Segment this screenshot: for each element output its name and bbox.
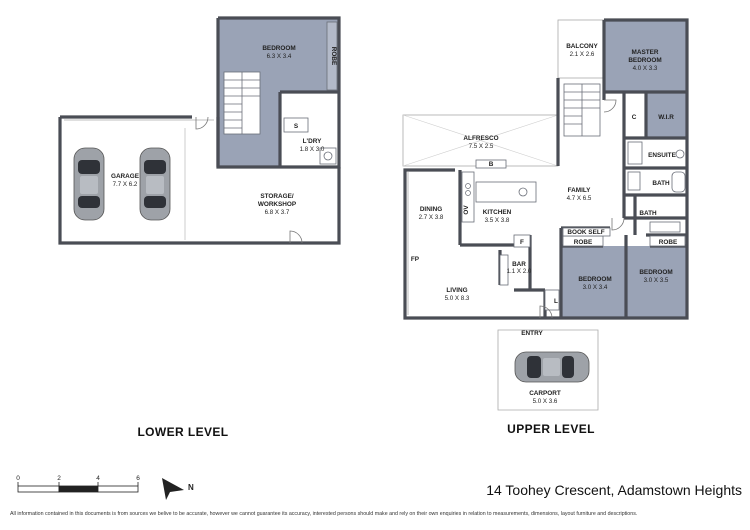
bar-dim: 1.1 X 2.0 <box>507 268 532 275</box>
kitchen-sink-icon <box>518 187 528 197</box>
lower-robe-label: ROBE <box>330 47 337 66</box>
balcony-area <box>557 19 605 79</box>
car-icon <box>514 351 590 383</box>
dining-label: DINING <box>420 206 442 213</box>
door-swing-icon <box>603 99 617 113</box>
kitchen-island <box>475 181 537 203</box>
laundry-label: L'DRY <box>303 138 322 145</box>
laundry-sink-icon <box>323 151 333 161</box>
bedroom1-area <box>561 246 626 318</box>
oven-label: OV <box>463 205 470 215</box>
upper-stair <box>563 83 601 137</box>
dining-dim: 2.7 X 3.8 <box>419 214 444 221</box>
cupboard-label: C <box>632 114 637 121</box>
family-label: FAMILY <box>568 187 592 194</box>
bath-label: BATH <box>652 180 670 187</box>
laundry-dim: 1.8 X 3.0 <box>300 146 325 153</box>
scale-bar: 0 2 4 6 <box>16 475 140 493</box>
fireplace-label: FP <box>411 256 420 263</box>
bedroom2-label: BEDROOM <box>639 269 672 276</box>
kitchen-bench <box>461 171 475 223</box>
lower-stair <box>223 71 261 135</box>
property-address: 14 Toohey Crescent, Adamstown Heights <box>486 482 742 498</box>
linen-box <box>544 289 560 311</box>
bookself-box <box>562 227 611 237</box>
cooktop-icon <box>465 190 471 196</box>
north-arrow-icon: N <box>162 478 194 500</box>
garage-door-swing-icon <box>195 116 209 130</box>
lower-outer-walls <box>58 115 341 245</box>
living-label: LIVING <box>446 287 467 294</box>
bathtub <box>671 171 686 193</box>
fridge-box <box>513 234 531 248</box>
bbq-label: B <box>489 161 494 168</box>
balcony-dim: 2.1 X 2.6 <box>570 51 595 58</box>
family-dim: 4.7 X 6.5 <box>567 195 592 202</box>
bedroom1-dim: 3.0 X 3.4 <box>583 284 608 291</box>
scale-tick-6: 6 <box>136 475 140 482</box>
bbq-box <box>475 159 507 169</box>
bath-vanity <box>627 171 641 191</box>
master-bedroom-label-2: BEDROOM <box>628 57 661 64</box>
laundry-shelf <box>283 117 309 133</box>
car-icon <box>139 147 171 221</box>
bedroom2-dim: 3.0 X 3.5 <box>644 277 669 284</box>
kitchen-label: KITCHEN <box>483 209 512 216</box>
bedroom2-area <box>626 246 687 318</box>
master-bedroom-dim: 4.0 X 3.3 <box>633 65 658 72</box>
garage-label: GARAGE <box>111 173 140 180</box>
bar-label: BAR <box>512 261 526 268</box>
wir-area <box>646 92 687 138</box>
master-bedroom-label: MASTER <box>632 49 659 56</box>
ensuite-label: ENSUITE <box>648 152 676 159</box>
laundry-tub <box>319 147 337 165</box>
upper-level-title: UPPER LEVEL <box>507 422 595 436</box>
lower-level: BEDROOM 6.3 X 3.4 ROBE S L'DRY 1.8 X 3.0… <box>58 16 341 245</box>
robe1-label: ROBE <box>574 239 593 246</box>
bath2-vanity <box>649 221 681 233</box>
scale-tick-2: 2 <box>57 475 61 482</box>
storage-dim: 6.8 X 3.7 <box>265 209 290 216</box>
bedroom1-label: BEDROOM <box>578 276 611 283</box>
carport-dim: 5.0 X 3.6 <box>533 398 558 405</box>
laundry-s-label: S <box>294 123 299 130</box>
lower-bedroom-dim: 6.3 X 3.4 <box>267 53 292 60</box>
north-label: N <box>188 483 194 492</box>
balcony-label: BALCONY <box>566 43 598 50</box>
lower-bedroom-label: BEDROOM <box>262 45 295 52</box>
upper-level: BALCONY 2.1 X 2.6 MASTER BEDROOM 4.0 X 3… <box>402 18 689 411</box>
wir-label: W.I.R <box>658 114 674 121</box>
bar-bench <box>499 254 509 286</box>
door-swing-icon <box>611 217 625 231</box>
robe2-label: ROBE <box>659 239 678 246</box>
master-bedroom-area <box>604 20 687 92</box>
living-dim: 5.0 X 8.3 <box>445 295 470 302</box>
garage-dim: 7.7 X 6.2 <box>113 181 138 188</box>
cooktop-icon <box>465 183 471 189</box>
scale-tick-4: 4 <box>96 475 100 482</box>
entry-label: ENTRY <box>521 330 543 337</box>
fridge-label: F <box>520 239 524 246</box>
storage-label: STORAGE/ <box>260 193 293 200</box>
lower-level-title: LOWER LEVEL <box>137 425 228 439</box>
car-icon <box>73 147 105 221</box>
bookself-label: BOOK SELF <box>567 229 604 236</box>
robe2-box <box>649 235 686 247</box>
alfresco-label: ALFRESCO <box>463 135 498 142</box>
bath2-label: BATH <box>639 210 657 217</box>
storage-door-icon <box>289 230 303 244</box>
linen-label: L <box>554 298 558 305</box>
lower-robe <box>326 21 338 91</box>
carport-label: CARPORT <box>529 390 561 397</box>
ensuite-toilet-icon <box>675 149 685 159</box>
door-swing-icon <box>539 305 553 319</box>
ensuite-vanity <box>627 141 643 165</box>
scale-tick-0: 0 <box>16 475 20 482</box>
disclaimer: All information contained in this docume… <box>10 511 638 517</box>
alfresco-dim: 7.5 X 2.5 <box>469 143 494 150</box>
kitchen-dim: 3.5 X 3.8 <box>485 217 510 224</box>
storage-label-2: WORKSHOP <box>258 201 297 208</box>
